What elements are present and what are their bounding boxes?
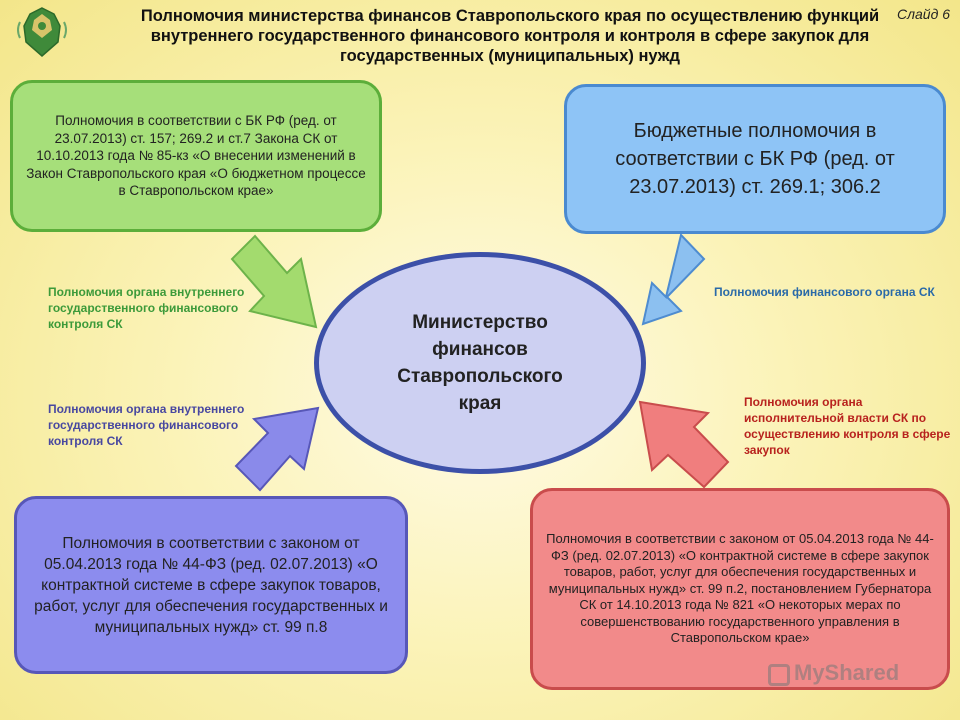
- procurement-control-powers-text: Полномочия в соответствии с законом от 0…: [546, 531, 934, 646]
- law-44fz-powers-box: Полномочия в соответствии с законом от 0…: [14, 496, 408, 674]
- caption-financial-body: Полномочия финансового органа СК: [714, 285, 935, 299]
- ministry-center-node: Министерство финансов Ставропольского кр…: [314, 252, 646, 474]
- caption-procurement-control: Полномочия органа исполнительной власти …: [744, 395, 951, 457]
- arrow-down-right-green-icon: [230, 234, 318, 329]
- law-44fz-powers-text: Полномочия в соответствии с законом от 0…: [34, 534, 388, 636]
- ministry-center-text: Министерство финансов Ставропольского кр…: [397, 312, 563, 414]
- caption-internal-control-bottom: Полномочия органа внутреннего государств…: [48, 402, 245, 448]
- budget-powers-box: Бюджетные полномочия в соответствии с БК…: [564, 84, 946, 234]
- slide-number: Слайд 6: [897, 6, 950, 22]
- arrow-down-left-blue-icon: [641, 232, 706, 326]
- arrow-up-right-purple-icon: [234, 406, 320, 492]
- bk-rf-powers-box: Полномочия в соответствии с БК РФ (ред. …: [10, 80, 382, 232]
- caption-internal-control-top: Полномочия органа внутреннего государств…: [48, 285, 245, 331]
- arrow-up-left-red-icon: [638, 400, 730, 489]
- slide-title: Полномочия министерства финансов Ставроп…: [140, 7, 880, 65]
- budget-powers-text: Бюджетные полномочия в соответствии с БК…: [615, 120, 895, 198]
- watermark-text: MyShared: [794, 660, 900, 685]
- watermark-icon: [768, 664, 790, 686]
- procurement-control-powers-box: Полномочия в соответствии с законом от 0…: [530, 488, 950, 690]
- bk-rf-powers-text: Полномочия в соответствии с БК РФ (ред. …: [26, 113, 366, 199]
- watermark: MyShared: [768, 660, 899, 686]
- coat-of-arms-logo-icon: [17, 7, 67, 57]
